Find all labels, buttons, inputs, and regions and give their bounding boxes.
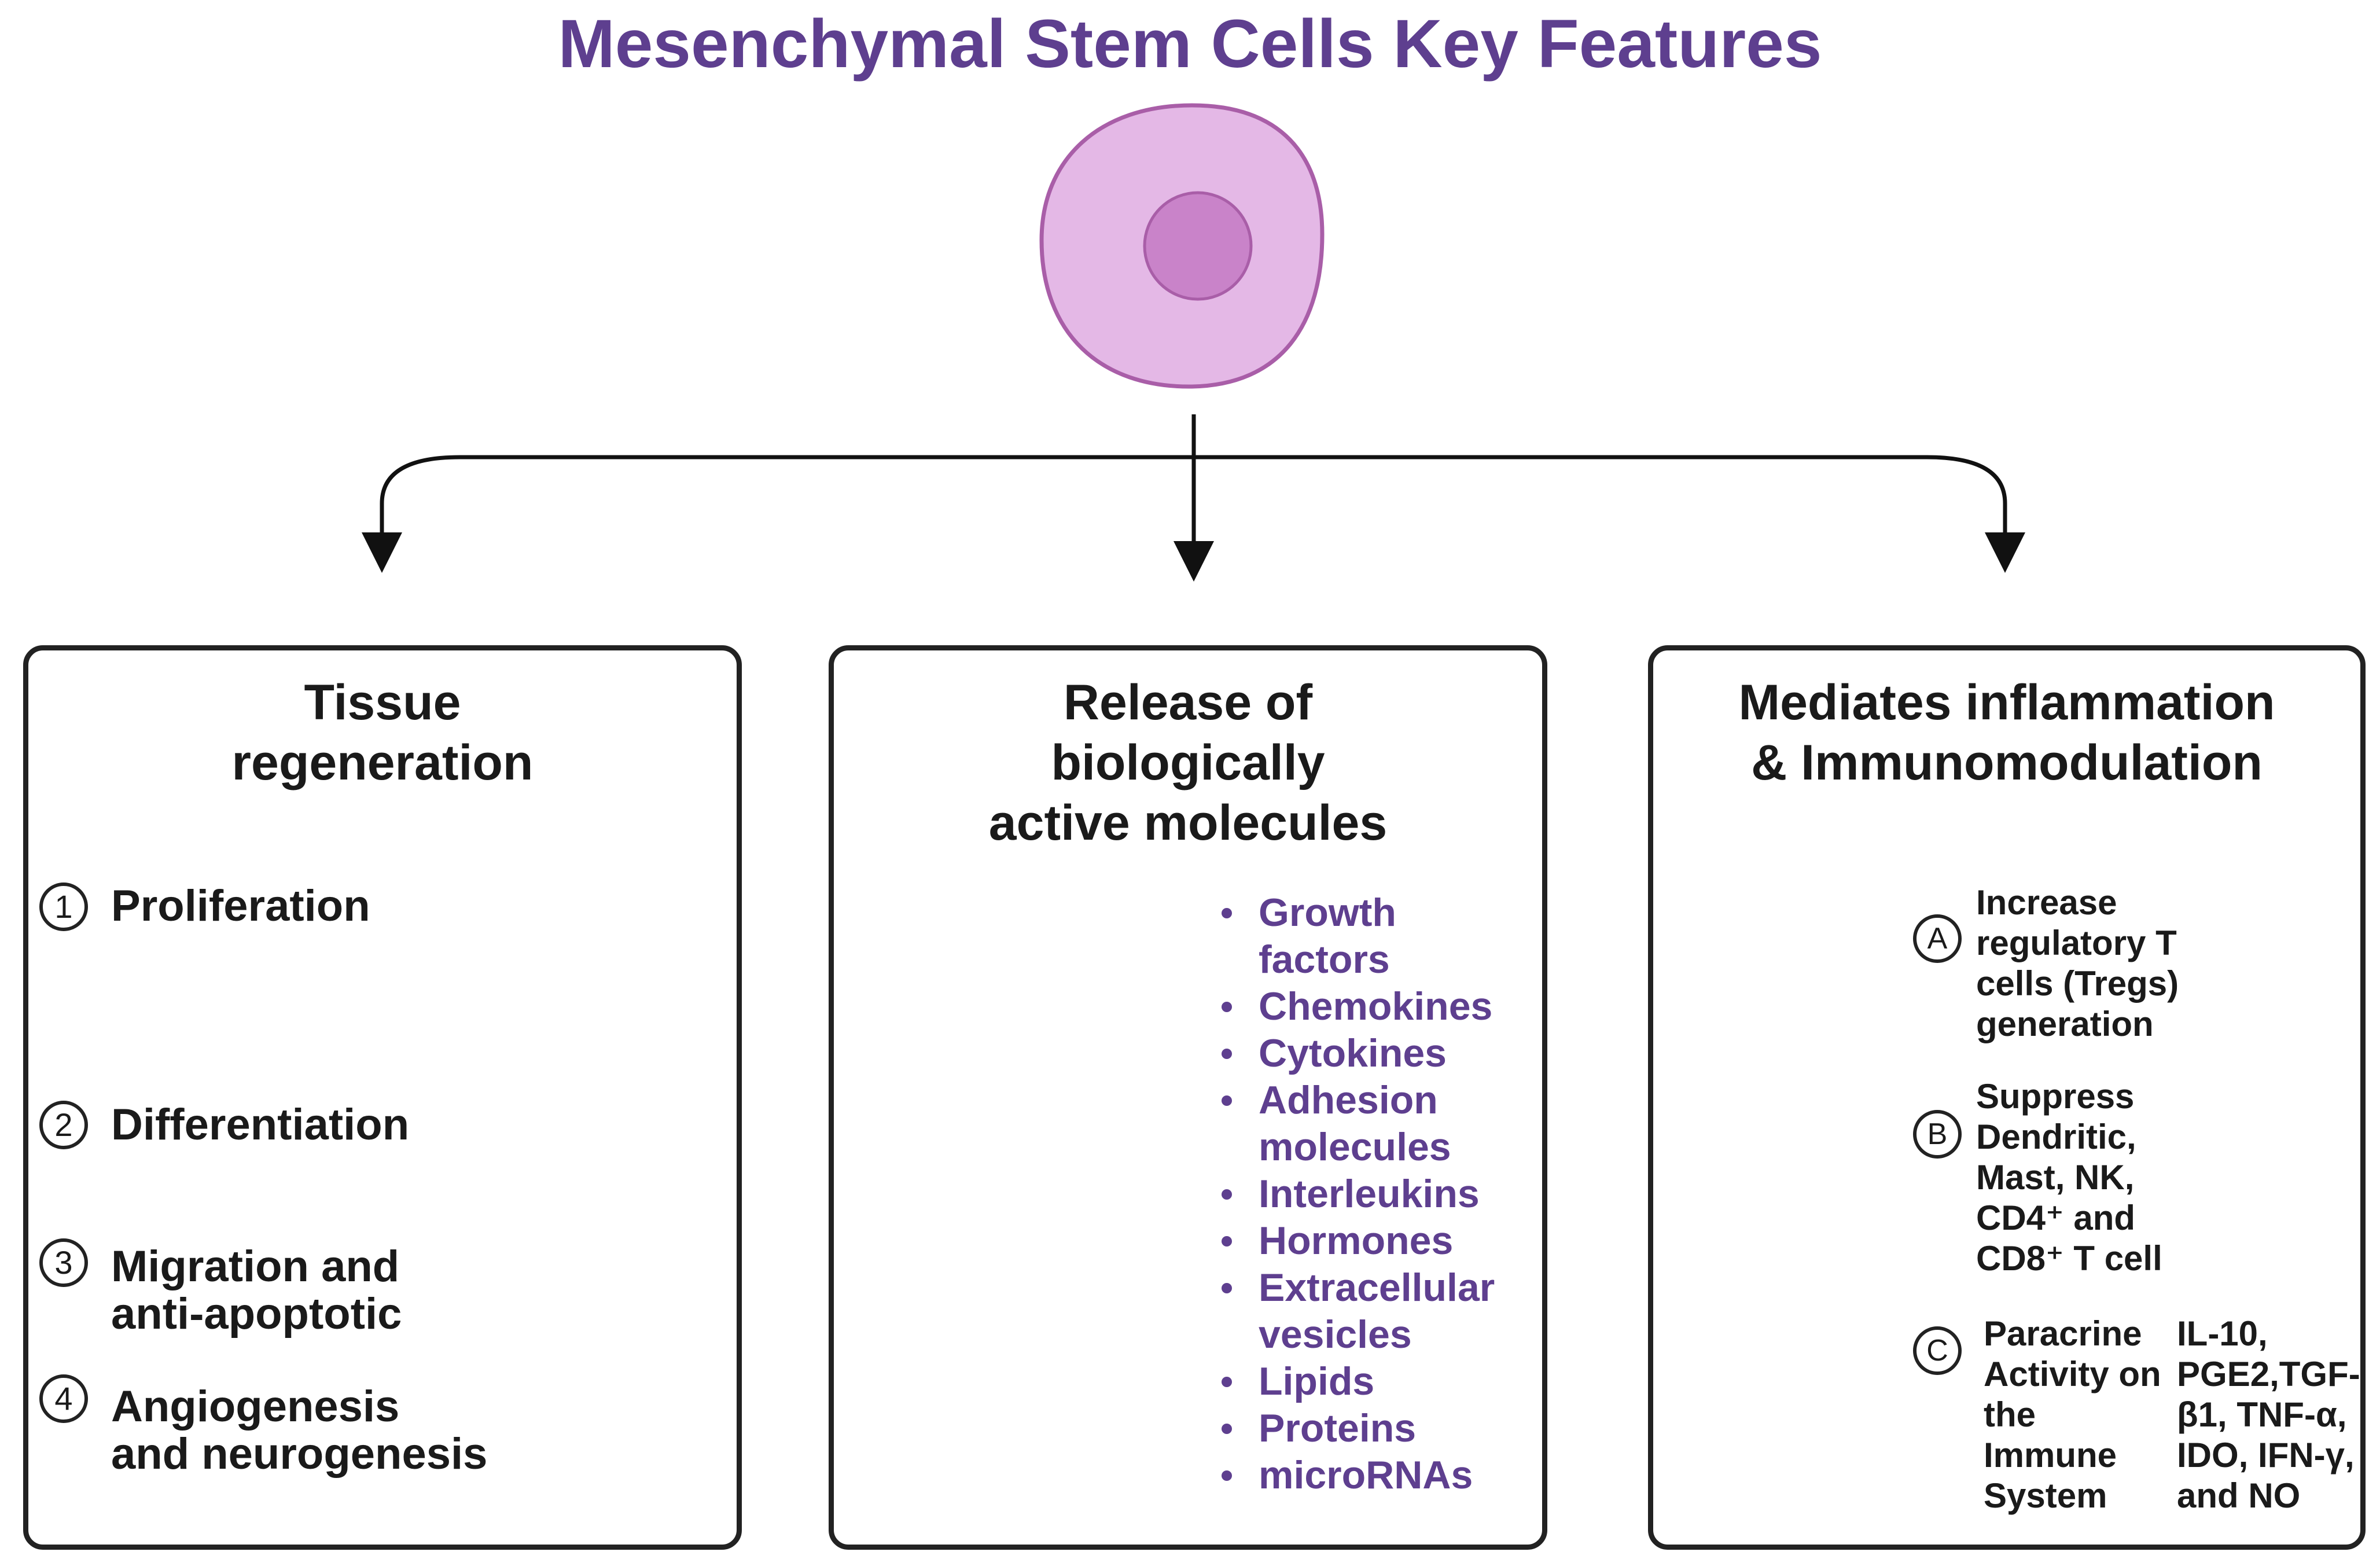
figure-title: Mesenchymal Stem Cells Key Features bbox=[558, 6, 1822, 82]
item-number-3: 3 bbox=[39, 1238, 88, 1287]
pathway-b-text: Suppress Dendritic, Mast, NK, CD4⁺ and C… bbox=[1976, 1077, 2162, 1278]
molecule-list: Growth factors Chemokines Cytokines Adhe… bbox=[1218, 889, 1495, 1499]
item-number-2: 2 bbox=[39, 1101, 88, 1149]
molecule-item: Growth bbox=[1218, 889, 1495, 936]
molecule-item: Adhesion bbox=[1218, 1077, 1495, 1124]
molecule-item: Interleukins bbox=[1218, 1171, 1495, 1218]
molecule-item: Chemokines bbox=[1218, 983, 1495, 1030]
molecule-item-continued: vesicles bbox=[1259, 1312, 1412, 1356]
item-number-1: 1 bbox=[39, 883, 88, 931]
item-number-4: 4 bbox=[39, 1374, 88, 1423]
pathway-a-text: Increase regulatory T cells (Tregs) gene… bbox=[1976, 883, 2179, 1043]
tissue-title: Tissue regeneration bbox=[231, 675, 534, 790]
panel-tissue-regeneration bbox=[23, 645, 742, 1550]
molecule-item: Cytokines bbox=[1218, 1030, 1495, 1077]
molecule-item-continued: factors bbox=[1259, 937, 1390, 981]
item-proliferation: Proliferation bbox=[111, 881, 370, 931]
pathway-label-a: A bbox=[1913, 914, 1962, 963]
pathway-label-c: C bbox=[1913, 1326, 1962, 1375]
panel-release-molecules bbox=[829, 645, 1547, 1550]
branch-arrows bbox=[362, 414, 2025, 582]
release-title: Release of biologically active molecules bbox=[988, 675, 1388, 851]
paracrine-factors: IL-10, PGE2,TGF- β1, TNF-α, IDO, IFN-γ, … bbox=[2177, 1314, 2360, 1515]
molecule-item: microRNAs bbox=[1218, 1452, 1495, 1499]
pathway-label-b: B bbox=[1913, 1110, 1962, 1159]
molecule-item: Proteins bbox=[1218, 1405, 1495, 1452]
molecule-item: Hormones bbox=[1218, 1218, 1495, 1264]
molecule-item: Extracellular bbox=[1218, 1264, 1495, 1311]
molecule-item-continued: molecules bbox=[1259, 1125, 1451, 1169]
molecule-item: Lipids bbox=[1218, 1358, 1495, 1405]
item-differentiation: Differentiation bbox=[111, 1100, 410, 1149]
central-stem-cell bbox=[1039, 103, 1325, 389]
panel-immunomodulation bbox=[1648, 645, 2366, 1550]
immuno-title: Mediates inflammation & Immunomodulation bbox=[1738, 675, 2275, 790]
item-migration: Migration and anti-apoptotic bbox=[111, 1242, 402, 1339]
item-angiogenesis: Angiogenesis and neurogenesis bbox=[111, 1382, 488, 1479]
pathway-c-text: Paracrine Activity on the Immune System bbox=[1984, 1314, 2161, 1515]
